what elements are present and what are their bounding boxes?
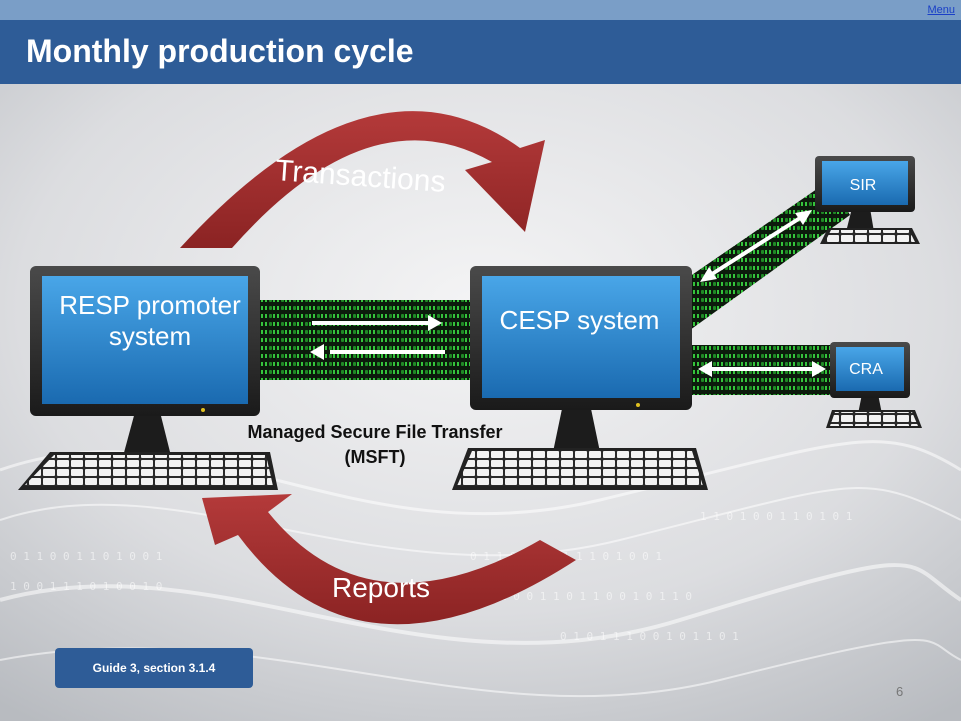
msft-label-line2: (MSFT) (344, 447, 406, 468)
svg-text:0 1 0 1 1 1 0 0 1 0 1 1 0 1: 0 1 0 1 1 1 0 0 1 0 1 1 0 1 (560, 630, 739, 643)
sir-screen-label: SIR (849, 177, 877, 194)
cra-screen-label: CRA (849, 361, 883, 378)
cesp-computer (452, 266, 708, 490)
menu-link[interactable]: Menu (927, 4, 955, 16)
arrow-cesp-cra (698, 361, 826, 377)
svg-text:0 1 1 0 0 1 1 0 1 0 0 1: 0 1 1 0 0 1 1 0 1 0 0 1 (10, 550, 162, 563)
title-bar (0, 20, 961, 84)
guide-reference-button[interactable]: Guide 3, section 3.1.4 (55, 648, 253, 688)
msft-label: Managed Secure File Transfer (MSFT) (200, 420, 550, 470)
top-strip (0, 0, 961, 20)
cra-computer (826, 342, 922, 428)
svg-text:1 0 0 1 1 1 0 1 0 0 1 0: 1 0 0 1 1 1 0 1 0 0 1 0 (10, 580, 162, 593)
arrows-resp-cesp (310, 315, 445, 360)
svg-text:1 0 0 1 1 0 1 1 0 0 1 0 1 1 0: 1 0 0 1 1 0 1 1 0 0 1 0 1 1 0 (500, 590, 692, 603)
data-stream-resp-cesp (250, 300, 490, 380)
page-number: 6 (896, 684, 904, 699)
cesp-screen-label: CESP system (499, 305, 660, 335)
msft-label-line1: Managed Secure File Transfer (247, 422, 503, 442)
svg-text:1 1 0 1 0 0 1 1 0 1 0 1: 1 1 0 1 0 0 1 1 0 1 0 1 (700, 510, 852, 523)
transactions-arrow (180, 111, 545, 248)
resp-computer (18, 266, 278, 490)
sir-computer (815, 156, 920, 244)
resp-screen-label: RESP promoter system (59, 290, 241, 352)
page-title: Monthly production cycle (26, 33, 414, 69)
reports-arrow (202, 494, 576, 625)
diagram-canvas: 0 1 1 0 1 0 0 1 1 1 0 1 0 0 1 1 0 0 1 1 … (0, 84, 961, 721)
reports-label: Reports (332, 572, 431, 603)
arrow-cesp-sir (700, 210, 812, 282)
